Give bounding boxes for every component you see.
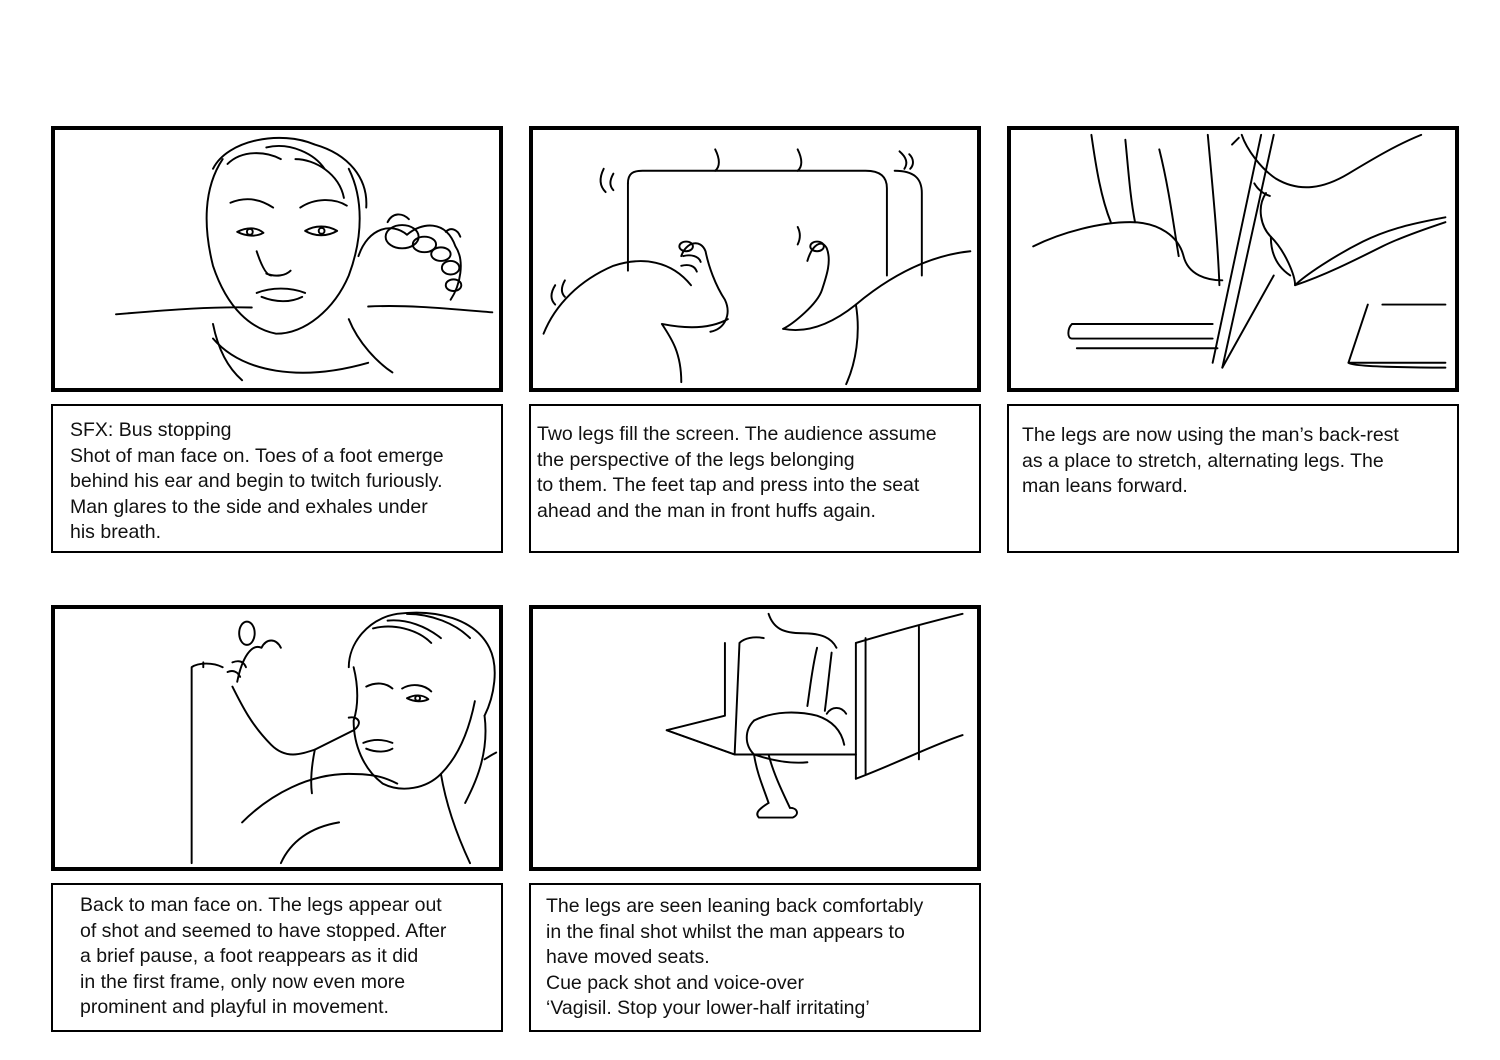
storyboard-frame-5 — [529, 605, 981, 871]
caption-line: as a place to stretch, alternating legs.… — [1022, 449, 1384, 472]
caption-line: The legs are seen leaning back comfortab… — [546, 895, 924, 917]
caption-line: in the first frame, only now even more — [80, 970, 406, 993]
storyboard-frame-3 — [1007, 126, 1459, 392]
caption-line: Back to man face on. The legs appear out — [80, 894, 442, 916]
caption-line: his breath. — [70, 521, 162, 543]
caption-line: prominent and playful in movement. — [80, 996, 389, 1018]
storyboard-frame-2 — [529, 126, 981, 392]
caption-line: Man glares to the side and exhales under — [70, 495, 428, 518]
caption-line: man leans forward. — [1022, 475, 1188, 497]
caption-line: the perspective of the legs belonging — [537, 448, 855, 471]
caption-line: have moved seats. — [546, 946, 710, 968]
sketch-legs-against-seat-ahead — [542, 148, 972, 386]
caption-line: in the final shot whilst the man appears… — [546, 920, 905, 943]
sketch-man-glaring-with-foot-behind-ear — [115, 136, 494, 382]
sketch-legs-stretching-on-backrest — [1032, 133, 1447, 369]
caption-line: of shot and seemed to have stopped. Afte… — [80, 919, 447, 942]
storyboard-frame-1 — [51, 126, 503, 392]
storyboard-frame-4 — [51, 605, 503, 871]
storyboard-caption-2: Two legs fill the screen. The audience a… — [529, 404, 981, 553]
sketch-legs-leaning-back-in-seat — [665, 612, 964, 819]
caption-line: behind his ear and begin to twitch furio… — [70, 470, 443, 492]
caption-line: The legs are now using the man’s back-re… — [1022, 424, 1399, 446]
caption-line: ‘Vagisil. Stop your lower-half irritatin… — [546, 997, 870, 1019]
storyboard-caption-5: The legs are seen leaning back comfortab… — [529, 883, 981, 1032]
caption-line: ahead and the man in front huffs again. — [537, 499, 876, 522]
caption-line: Two legs fill the screen. The audience a… — [537, 423, 937, 445]
storyboard-caption-1: SFX: Bus stopping Shot of man face on. T… — [51, 404, 503, 553]
caption-line: Shot of man face on. Toes of a foot emer… — [70, 444, 444, 467]
caption-line: a brief pause, a foot reappears as it di… — [80, 945, 419, 967]
caption-line: Cue pack shot and voice-over — [546, 971, 804, 994]
caption-line: to them. The feet tap and press into the… — [537, 474, 920, 496]
storyboard-caption-4: Back to man face on. The legs appear out… — [51, 883, 503, 1032]
sketch-foot-reappears-by-mans-face — [190, 611, 498, 865]
caption-line: SFX: Bus stopping — [70, 419, 232, 441]
storyboard-caption-3: The legs are now using the man’s back-re… — [1007, 404, 1459, 553]
